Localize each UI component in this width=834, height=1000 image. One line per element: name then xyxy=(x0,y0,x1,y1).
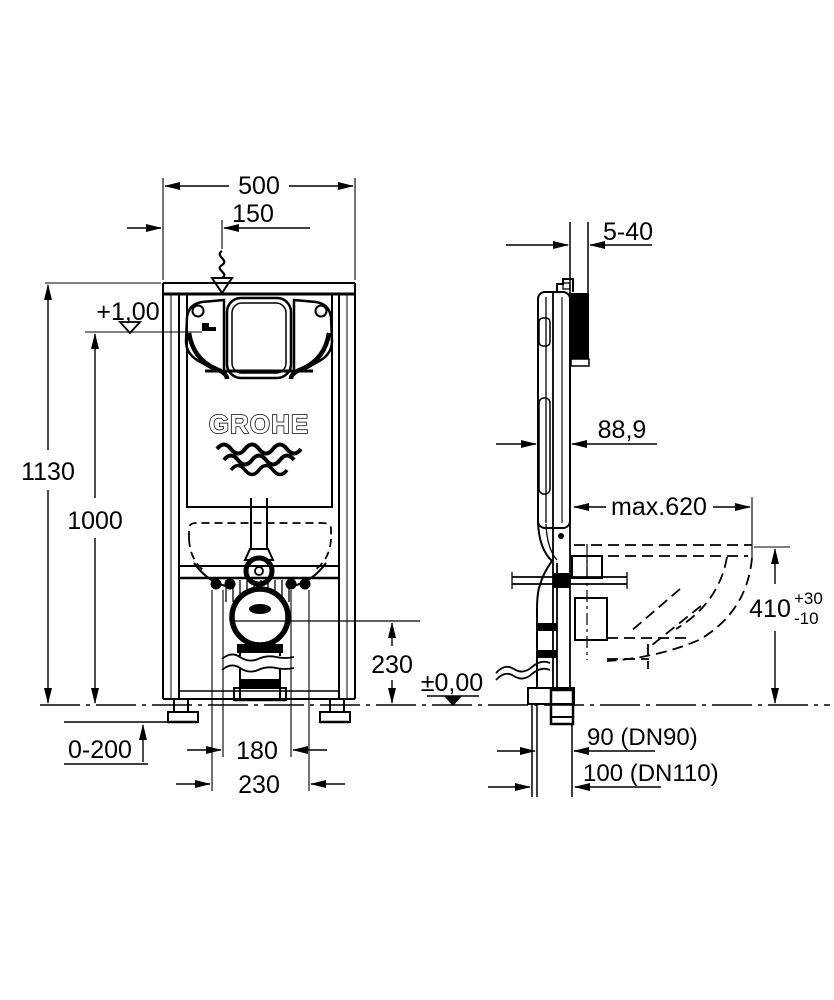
dim-width: 500 xyxy=(162,172,356,280)
fixing-bolt xyxy=(285,578,297,590)
dim-bowl-height-label: 410 xyxy=(749,595,791,623)
dim-frame-depth: 88,9 xyxy=(496,416,657,448)
bowl-outline-side xyxy=(574,544,753,669)
dim-max-depth: max.620 xyxy=(573,493,753,560)
dim-outlet-height: 230 xyxy=(371,622,413,704)
cistern-side xyxy=(537,291,571,529)
dim-inlet-offset-label: 150 xyxy=(232,200,274,228)
dim-bowl-height-tol-minus: -10 xyxy=(794,609,819,628)
flush-valve-front xyxy=(243,498,275,587)
grohe-logo-text: GROHE xyxy=(209,409,309,439)
wall-lines-side xyxy=(569,222,589,293)
grohe-logo-waves xyxy=(215,442,303,477)
level-marker-plus100-icon xyxy=(117,321,143,335)
dim-foot-adjust: 0-200 xyxy=(64,721,168,765)
dim-inlet-offset: 150 xyxy=(127,200,310,249)
level-marker-zero-icon xyxy=(444,696,462,706)
dim-total-height: 1130 xyxy=(21,282,161,704)
water-inlet-icon xyxy=(210,250,234,295)
dim-frame-depth-label: 88,9 xyxy=(598,416,647,444)
dim-outlet-100-label: 100 (DN110) xyxy=(583,760,719,787)
dim-fixing-inner-label: 180 xyxy=(236,737,278,765)
dim-foot-adjust-label: 0-200 xyxy=(68,736,132,764)
mounting-rail-front xyxy=(179,565,339,590)
outlet-socket xyxy=(549,688,575,726)
waste-pipe-front xyxy=(221,653,296,702)
water-level-mark xyxy=(202,323,216,331)
front-view: GROHE xyxy=(21,172,420,799)
fixing-rod-side xyxy=(511,572,628,589)
level-floor: ±0,00 xyxy=(421,669,483,706)
dim-wall-thickness-label: 5-40 xyxy=(603,218,653,246)
cistern-front: GROHE xyxy=(184,293,334,508)
dim-fixing-outer: 230 xyxy=(176,590,345,799)
dim-outlet-100: 100 (DN110) xyxy=(488,760,719,791)
dim-width-label: 500 xyxy=(238,172,280,200)
dim-fixing-inner: 180 xyxy=(187,590,327,765)
side-view: 5-40 xyxy=(421,218,823,797)
dim-fixing-outer-label: 230 xyxy=(238,771,280,799)
flush-bend-side xyxy=(495,560,575,797)
dim-bowl-height-tol-plus: +30 xyxy=(794,589,823,608)
drain-bend-opening xyxy=(229,586,291,648)
dim-max-depth-label: max.620 xyxy=(611,493,707,521)
drain-bend-front xyxy=(225,580,420,653)
dim-panel-height-label: 1000 xyxy=(67,507,123,535)
dim-panel-height: 1000 +1,00 xyxy=(67,298,202,704)
dim-outlet-90-label: 90 (DN90) xyxy=(587,724,698,751)
dim-outlet-90: 90 (DN90) xyxy=(497,724,698,755)
dim-total-height-label: 1130 xyxy=(21,458,75,486)
dim-bowl-height: 410 +30 -10 xyxy=(749,546,823,704)
flush-plate-side xyxy=(571,293,589,359)
feet-front xyxy=(167,699,351,724)
fixing-bolt xyxy=(210,578,222,590)
fixing-bolt xyxy=(299,578,311,590)
dim-wall-thickness: 5-40 xyxy=(506,218,653,249)
frame-side xyxy=(537,278,590,688)
dim-outlet-height-label: 230 xyxy=(371,651,413,679)
connector-blocks-side xyxy=(571,544,608,660)
level-floor-label: ±0,00 xyxy=(421,669,483,697)
